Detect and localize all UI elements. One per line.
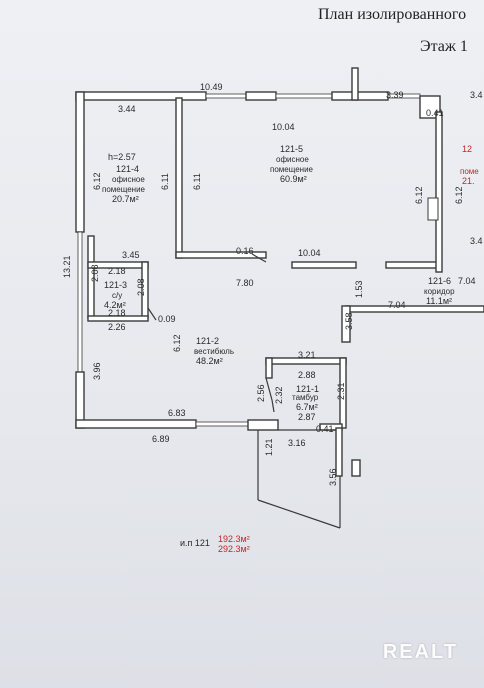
doors: [147, 197, 439, 413]
dimension-label: 0.41: [426, 108, 444, 118]
walls: [75, 67, 484, 477]
dimension-label: 3.45: [122, 250, 140, 260]
floor-label: Этаж 1: [420, 38, 468, 55]
room-121-4: h=2.57 121-4 офисное помещение 20.7м²: [102, 152, 146, 204]
room-area: 60.9м²: [280, 174, 307, 184]
dimension-label: 2.32: [274, 386, 284, 404]
dimension-label: 3.21: [298, 350, 316, 360]
room-121-3: 121-3 с/у 4.2м²: [104, 280, 127, 310]
realt-watermark: REALT: [382, 641, 458, 663]
room-121-6: 121-6 коридор 11.1м²: [424, 276, 455, 306]
room-name: тамбур: [292, 393, 319, 402]
dimension-label: 1.53: [354, 280, 364, 298]
room-number: 121-2: [196, 336, 219, 346]
dimension-label: 0.16: [236, 246, 254, 256]
dimension-label: 2.87: [298, 412, 316, 422]
dimensions: 10.49 3.39 3.4 3.44 10.04 6.12 6.11 6.11…: [62, 82, 483, 486]
room-height: h=2.57: [108, 152, 136, 162]
dimension-label: 2.26: [108, 322, 126, 332]
dimension-label: 6.11: [192, 173, 202, 190]
dimension-label: 6.83: [168, 408, 186, 418]
room-121-2: 121-2 вестибюль 48.2м²: [194, 336, 234, 366]
entrance-porch: [257, 429, 341, 529]
dimension-label: 10.04: [272, 122, 295, 132]
dimension-label: 2.08: [90, 264, 100, 282]
dimension-label: 7.04: [458, 276, 476, 286]
dimension-label: 6.12: [454, 186, 464, 204]
dimension-label: 6.89: [152, 434, 170, 444]
dimension-label: 3.16: [288, 438, 306, 448]
dimension-label: 3.44: [118, 104, 136, 114]
room-area: 20.7м²: [112, 194, 139, 204]
dimension-label: 2.18: [108, 266, 126, 276]
room-name: офисное: [112, 175, 145, 184]
room-number: 121-1: [296, 384, 319, 394]
dimension-label: 13.21: [62, 255, 72, 278]
totals-prefix: и.п 121: [180, 538, 210, 548]
total-area-2: 292.3м²: [218, 544, 250, 554]
room-area: 4.2м²: [104, 300, 126, 310]
dimension-label: 10.04: [298, 248, 321, 258]
dimension-label: 2.08: [136, 278, 146, 296]
room-name: поме: [460, 167, 479, 176]
dimension-label: 0.09: [158, 314, 176, 324]
room-name: офисное: [276, 155, 309, 164]
dimension-label: 6.12: [414, 186, 424, 204]
room-name: коридор: [424, 287, 455, 296]
room-area: 21.: [462, 176, 475, 186]
dimension-label: 2.56: [256, 384, 266, 402]
dimension-label: 6.11: [160, 173, 170, 190]
room-name-2: помещение: [102, 185, 146, 194]
plan-title: План изолированного: [318, 6, 467, 23]
room-number: 12: [462, 144, 472, 154]
dimension-label: 7.80: [236, 278, 254, 288]
room-area: 48.2м²: [196, 356, 223, 366]
room-area: 11.1м²: [426, 296, 452, 306]
total-area-1: 192.3м²: [218, 534, 250, 544]
room-number: 121-6: [428, 276, 451, 286]
dimension-label: 3.96: [92, 362, 102, 380]
dimension-label: 6.12: [92, 172, 102, 190]
dimension-label: 2.31: [336, 382, 346, 400]
room-name-2: помещение: [270, 165, 314, 174]
dimension-label: 0.41: [316, 424, 334, 434]
dimension-label: 6.12: [172, 334, 182, 352]
dimension-label: 3.4: [470, 90, 483, 100]
room-number: 121-5: [280, 144, 303, 154]
room-name: вестибюль: [194, 347, 234, 356]
room-cut-right: 12 поме 21.: [460, 144, 479, 186]
dimension-label: 3.58: [344, 312, 354, 330]
dimension-label: 1.21: [264, 438, 274, 456]
room-121-5: 121-5 офисное помещение 60.9м²: [270, 144, 314, 184]
dimension-label: 3.39: [386, 90, 404, 100]
dimension-label: 2.88: [298, 370, 316, 380]
area-totals: и.п 121 192.3м² 292.3м²: [180, 534, 250, 554]
room-number: 121-4: [116, 164, 139, 174]
dimension-label: 3.56: [328, 468, 338, 486]
room-name: с/у: [112, 291, 122, 300]
room-121-1: 121-1 тамбур 6.7м²: [292, 384, 319, 412]
room-area: 6.7м²: [296, 402, 318, 412]
dimension-label: 7.04: [388, 300, 406, 310]
dimension-label: 2.18: [108, 308, 126, 318]
dimension-label: 10.49: [200, 82, 223, 92]
room-number: 121-3: [104, 280, 127, 290]
dimension-label: 3.4: [470, 236, 483, 246]
